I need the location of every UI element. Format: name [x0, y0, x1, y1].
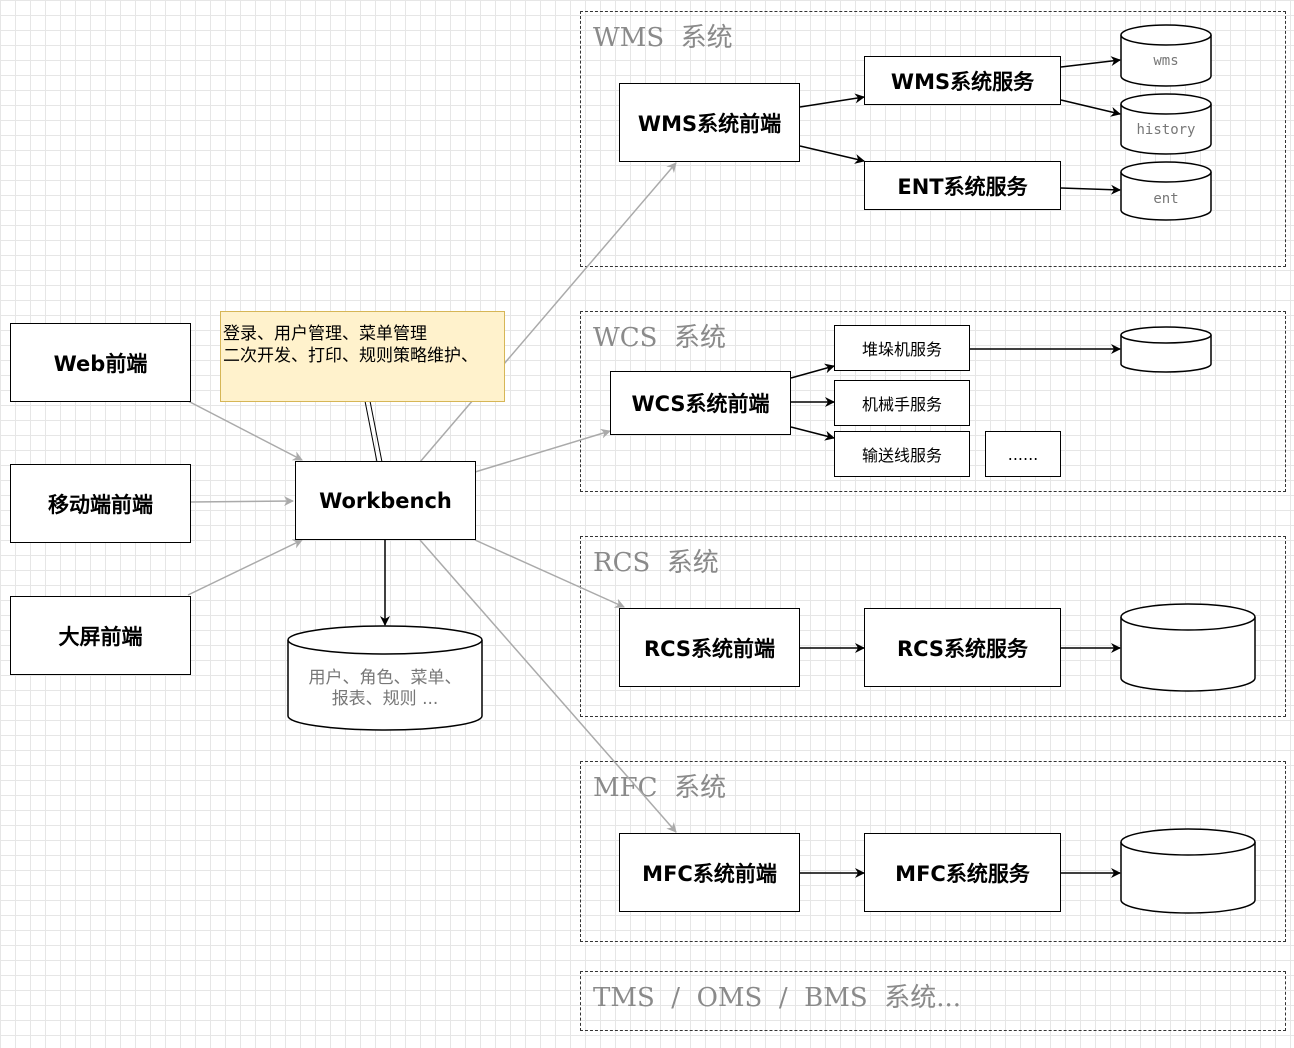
db-cylinder-history	[1120, 93, 1212, 155]
more-services-box: ......	[985, 431, 1061, 477]
wms-frontend-box: WMS系统前端	[619, 83, 800, 162]
bigscreen-frontend-label: 大屏前端	[58, 624, 143, 649]
edge-wmsfe-entsvc	[799, 145, 865, 164]
workbench-label: Workbench	[319, 488, 452, 513]
edge-mobile-workbench	[189, 496, 294, 507]
db-ent-label: ent	[1153, 191, 1179, 207]
mfc-service-label: MFC系统服务	[895, 861, 1030, 886]
db-cylinder-wcs	[1120, 326, 1212, 373]
db-cylinder-mfc	[1120, 828, 1256, 914]
db-cylinder-rcs	[1120, 603, 1256, 692]
rcs-frontend-label: RCS系统前端	[643, 636, 776, 661]
edge-bigscreen-workbench	[187, 539, 303, 596]
more-services-label: ......	[1007, 444, 1039, 464]
others-group	[580, 971, 1286, 1031]
wcs-frontend-box: WCS系统前端	[610, 371, 791, 435]
edge-workbench-mfc	[419, 539, 677, 833]
db-cylinder-ent	[1120, 161, 1212, 221]
rcs-service-label: RCS系统服务	[896, 636, 1029, 661]
edge-note-workbench-b	[369, 400, 383, 463]
workbench-note-line-1: 登录、用户管理、菜单管理	[223, 324, 427, 344]
wcs-frontend-label: WCS系统前端	[631, 392, 770, 416]
edge-wmsfe-wmssvc	[799, 93, 865, 108]
db-cylinder-workbench	[287, 625, 483, 731]
wms-group	[580, 11, 1286, 267]
mobile-frontend-box: 移动端前端	[10, 464, 191, 543]
robot-service-label: 机械手服务	[861, 395, 942, 414]
wcs-group-title: WCS 系统	[593, 323, 726, 353]
mfc-group-title: MFC 系统	[593, 773, 727, 803]
web-frontend-label: Web前端	[53, 351, 148, 376]
conveyor-service-box: 输送线服务	[834, 431, 970, 477]
ent-service-box: ENT系统服务	[864, 161, 1061, 210]
mfc-service-box: MFC系统服务	[864, 833, 1061, 912]
mfc-group	[580, 761, 1286, 942]
db-cylinder-wms	[1120, 24, 1212, 87]
edge-wcsfe-stacker	[790, 363, 835, 379]
edge-wmssvc-dbwms	[1060, 56, 1121, 68]
workbench-box: Workbench	[295, 461, 476, 540]
robot-service-box: 机械手服务	[834, 380, 970, 426]
wcs-group	[580, 311, 1286, 492]
others-group-title: TMS / OMS / BMS 系统...	[593, 983, 962, 1013]
wms-group-title: WMS 系统	[593, 23, 733, 53]
web-frontend-box: Web前端	[10, 323, 191, 402]
db-history-label: history	[1136, 122, 1196, 138]
workbench-note: 登录、用户管理、菜单管理 二次开发、打印、规则策略维护、	[220, 311, 505, 402]
ent-service-label: ENT系统服务	[897, 174, 1028, 199]
edge-entsvc-dbent	[1060, 184, 1121, 195]
rcs-service-box: RCS系统服务	[864, 608, 1061, 687]
workbench-db-line-2: 报表、规则 ...	[331, 689, 439, 709]
edge-workbench-rcs	[474, 539, 625, 608]
rcs-group	[580, 536, 1286, 717]
wms-service-label: WMS系统服务	[890, 69, 1035, 94]
db-wms-label: wms	[1153, 53, 1179, 69]
workbench-note-line-2: 二次开发、打印、规则策略维护、	[223, 346, 478, 366]
mfc-frontend-label: MFC系统前端	[642, 861, 777, 886]
wms-frontend-label: WMS系统前端	[637, 111, 782, 136]
stacker-service-label: 堆垛机服务	[861, 340, 942, 359]
edge-web-workbench	[187, 400, 303, 461]
wms-service-box: WMS系统服务	[864, 56, 1061, 105]
edge-workbench-wcs	[474, 428, 611, 473]
workbench-db-label: 用户、角色、菜单、 报表、规则 ...	[290, 668, 480, 710]
edge-wcsfe-conveyor	[790, 426, 835, 441]
edge-note-workbench-a	[364, 400, 378, 463]
edge-workbench-wms	[419, 162, 677, 463]
mobile-frontend-label: 移动端前端	[48, 492, 153, 517]
stacker-service-box: 堆垛机服务	[834, 325, 970, 371]
rcs-frontend-box: RCS系统前端	[619, 608, 800, 687]
rcs-group-title: RCS 系统	[593, 548, 719, 578]
workbench-db-line-1: 用户、角色、菜单、	[308, 668, 462, 688]
conveyor-service-label: 输送线服务	[861, 446, 942, 465]
edge-wmssvc-dbhistory	[1060, 99, 1121, 117]
bigscreen-frontend-box: 大屏前端	[10, 596, 191, 675]
mfc-frontend-box: MFC系统前端	[619, 833, 800, 912]
